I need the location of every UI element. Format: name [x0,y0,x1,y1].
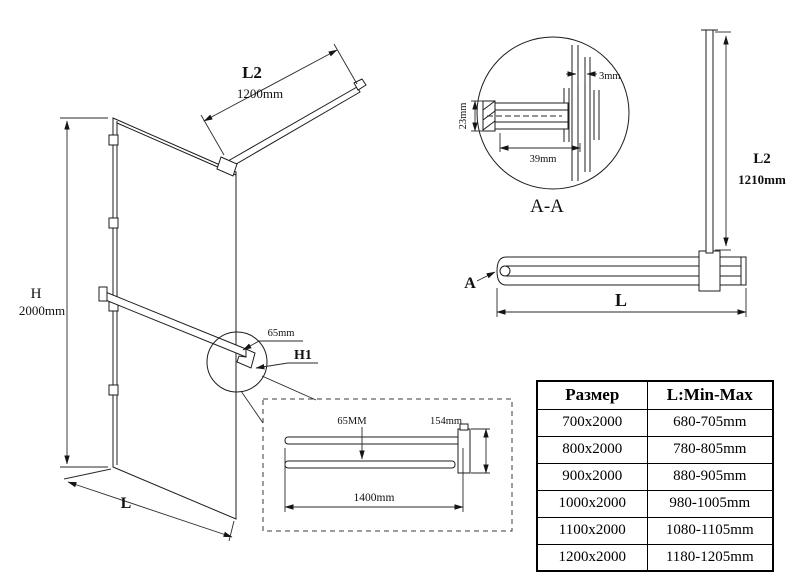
cell-size: 1200x2000 [536,543,648,572]
table-row: 1200x2000 1180-1205mm [536,543,774,572]
projection-line [240,390,264,424]
extension-line [333,43,358,85]
dim-154mm-label: 154mm [430,416,462,427]
bar-section-body [491,102,569,130]
dim-3mm-label: 3mm [599,71,621,82]
profile-end-cap [499,265,511,277]
main-isometric-view: L2 1200mm H 2000mm 65mm H1 L [19,43,367,542]
l-dimension-label: L [121,495,132,512]
wall-bracket [108,217,119,229]
cell-range: 780-805mm [646,435,774,464]
h-dimension-value: 2000mm [19,303,65,318]
table-row: 1000x2000 980-1005mm [536,489,774,518]
bar-clamp-block [698,250,721,292]
detail-callout-circle [206,331,268,393]
l2-dimension-label: L2 [242,63,262,82]
dim-23mm-label: 23mm [458,103,469,130]
projection-line [261,375,317,401]
towel-bar-wall-mount [98,286,108,302]
dim-1400mm-label: 1400mm [354,492,395,504]
support-bar-top-view [705,29,714,254]
glass-panel [112,117,237,520]
table-row: 900x2000 880-905mm [536,462,774,491]
wall-bracket [108,384,119,396]
extension-line [63,468,112,480]
cell-size: 800x2000 [536,435,648,464]
rail-end-bracket [457,428,471,474]
leader-arrow [242,340,260,351]
h1-dimension-label: H1 [294,348,312,363]
rail-bottom-bar [284,460,456,469]
towel-bar-end-bracket [236,348,256,369]
dim-65mm-detail-label: 65MM [337,416,367,427]
h-dimension-label: H [31,286,42,302]
support-bar-wall-mount [353,78,367,91]
cell-range: 1180-1205mm [646,543,774,572]
a-callout-arrow [476,271,496,282]
top-view: L2 1210mm A L [464,29,786,317]
cell-size: 700x2000 [536,408,648,437]
dim-65mm-label: 65mm [268,328,295,339]
table-row: 1100x2000 1080-1105mm [536,516,774,545]
l-top-label: L [615,290,627,310]
l-dimension-line [67,481,233,538]
hatch-line [482,120,496,131]
hatch-line [482,110,496,121]
cell-range: 980-1005mm [646,489,774,518]
leader-arrow [255,362,289,370]
cell-range: 680-705mm [646,408,774,437]
l2-top-label: L2 [753,151,771,167]
size-table: Размер L:Min-Max 700x2000 680-705mm 800x… [536,380,774,572]
extension-line [228,520,235,542]
glass-top-inner-edge [116,122,237,176]
a-callout-label: A [464,275,476,292]
glass-profile [496,256,747,286]
table-header-range: L:Min-Max [646,380,774,410]
rail-detail-view: 65MM 154mm 1400mm [262,398,513,532]
table-row: 700x2000 680-705mm [536,408,774,437]
section-detail-a-a: 3mm 23mm 39mm A-A [458,36,630,217]
table-row: 800x2000 780-805mm [536,435,774,464]
l2-dimension-value: 1200mm [237,86,283,101]
extension-line [200,114,225,156]
l2-dimension-line [203,49,338,122]
section-label: A-A [530,196,564,217]
cell-range: 880-905mm [646,462,774,491]
cell-range: 1080-1105mm [646,516,774,545]
rail-end-cap [459,423,469,431]
table-header-row: Размер L:Min-Max [536,380,774,410]
support-bar-glass-clamp [216,156,238,177]
hatch-line [482,100,496,111]
detail-boundary-box [262,398,513,532]
l2-top-value: 1210mm [738,172,786,187]
cell-size: 900x2000 [536,462,648,491]
cell-size: 1100x2000 [536,516,648,545]
rail-top-bar [284,436,464,445]
table-header-size: Размер [536,380,648,410]
wall-bracket [108,134,119,146]
cell-size: 1000x2000 [536,489,648,518]
dim-39mm-label: 39mm [530,154,557,165]
